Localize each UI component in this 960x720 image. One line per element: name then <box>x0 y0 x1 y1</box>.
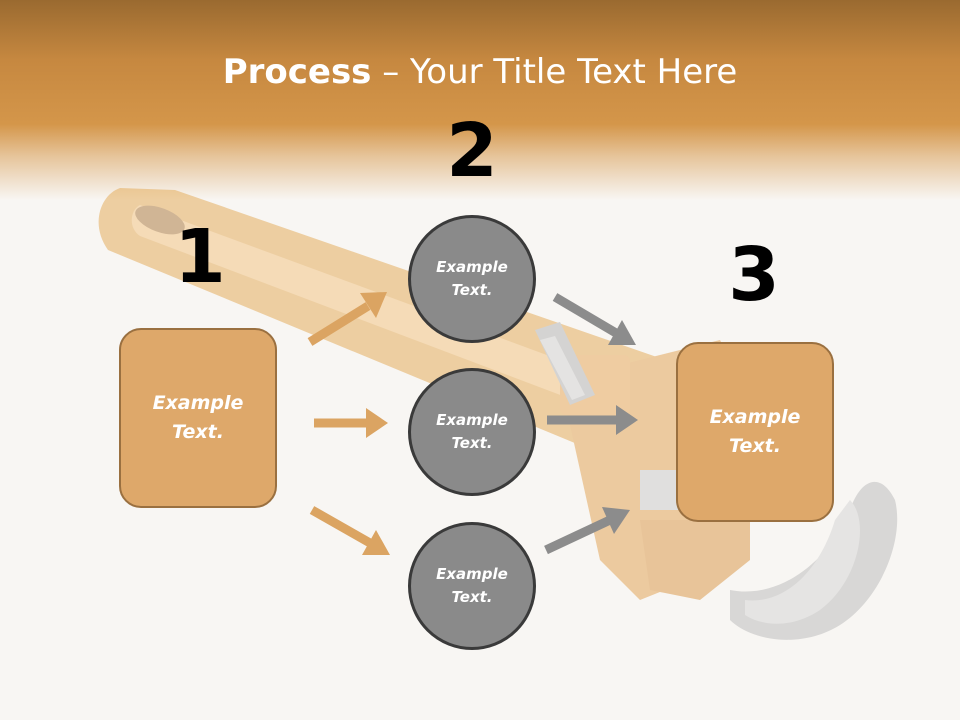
step-2-circle-middle: Example Text. <box>408 368 536 496</box>
gray-arrow-down <box>552 293 636 345</box>
slide-title: Process – Your Title Text Here <box>0 52 960 92</box>
gray-arrow-right <box>547 405 638 435</box>
orange-arrow-down <box>309 506 390 555</box>
orange-arrow-right <box>314 408 388 438</box>
step-2-circle-bottom-text: Example Text. <box>436 565 508 606</box>
step-2-circle-bottom: Example Text. <box>408 522 536 650</box>
step-number-3: 3 <box>728 232 780 318</box>
step-number-1: 1 <box>174 214 226 300</box>
header-band <box>0 0 960 200</box>
gray-arrow-up <box>544 507 630 555</box>
step-3-box-text: Example Text. <box>709 406 801 457</box>
step-number-2: 2 <box>446 108 498 194</box>
step-2-circle-top: Example Text. <box>408 215 536 343</box>
step-1-box: Example Text. <box>119 328 277 508</box>
step-2-circle-top-text: Example Text. <box>436 258 508 299</box>
step-1-box-text: Example Text. <box>152 392 244 443</box>
title-rest: – Your Title Text Here <box>371 52 738 92</box>
step-3-box: Example Text. <box>676 342 834 522</box>
title-bold: Process <box>222 52 372 92</box>
orange-arrow-up <box>307 292 387 346</box>
step-2-circle-middle-text: Example Text. <box>436 411 508 452</box>
